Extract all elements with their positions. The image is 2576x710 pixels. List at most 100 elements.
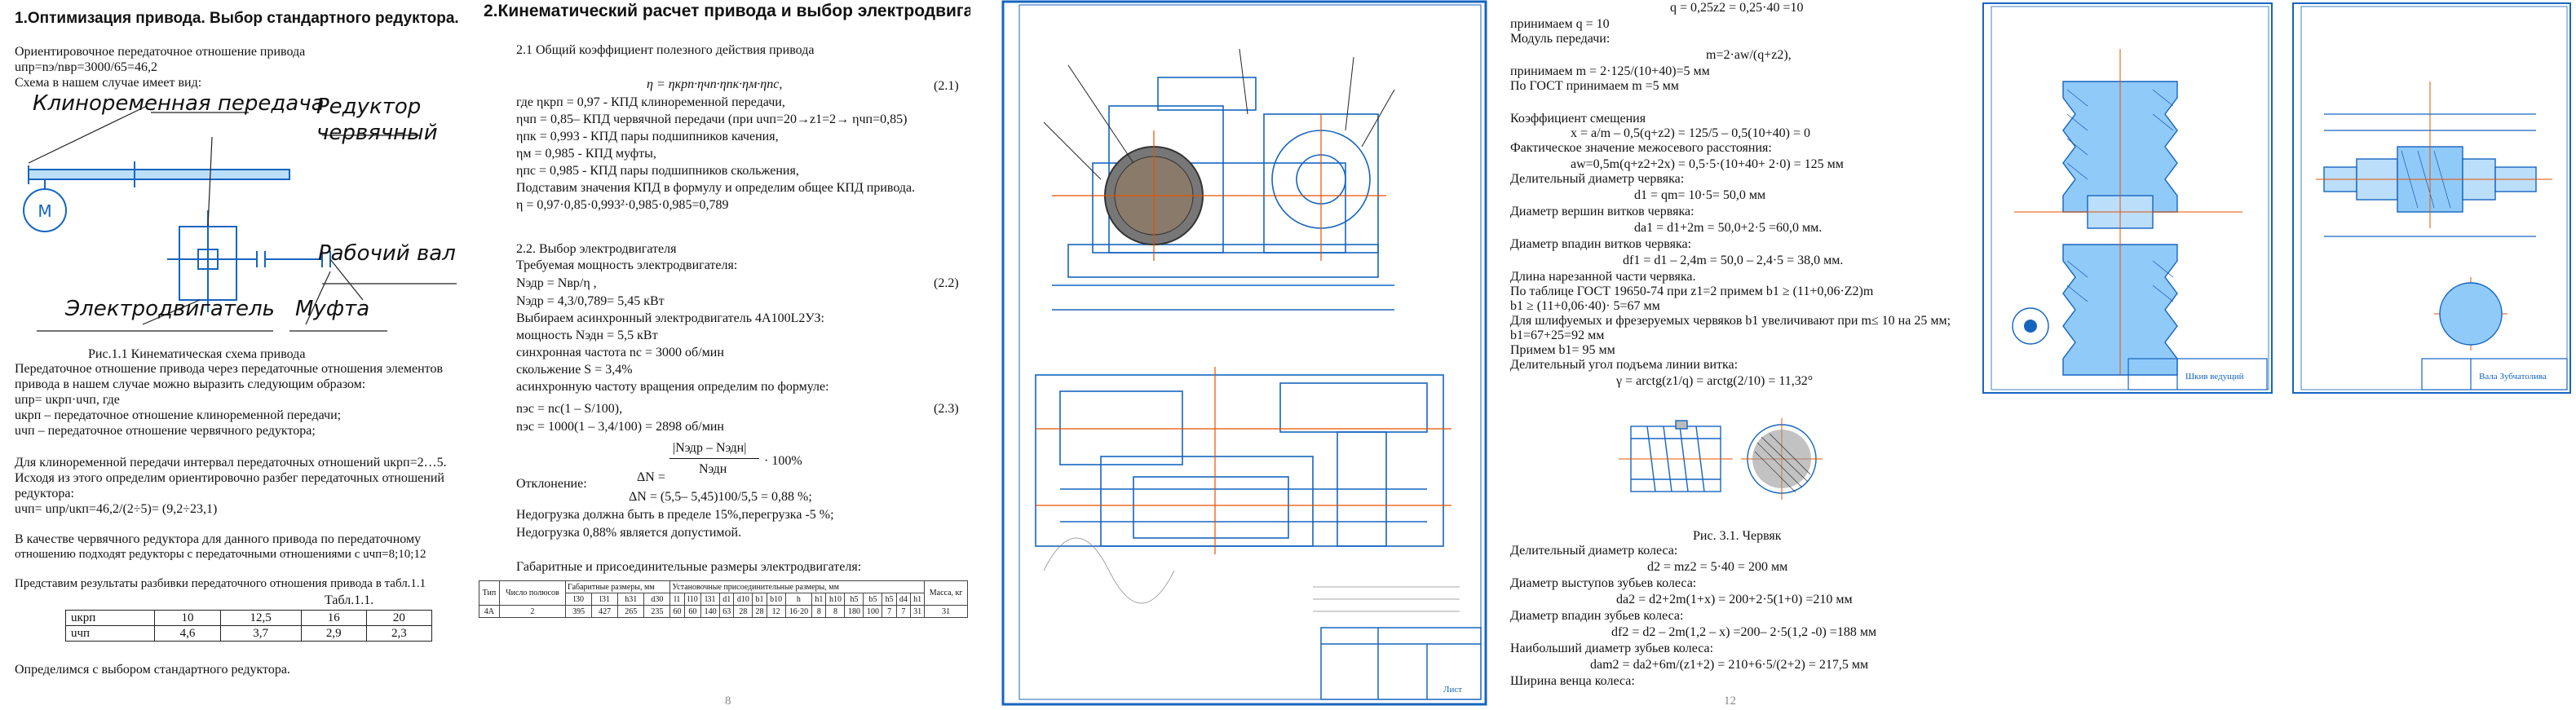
page1-line-0: Ориентировочное передаточное отношение п… xyxy=(15,45,306,59)
table-cell: b5 xyxy=(863,593,883,606)
page2-dev-label: Отклонение: xyxy=(516,477,587,491)
page2-l21-3: ηм = 0,985 - КПД муфты, xyxy=(516,147,656,161)
table-cell: uчп xyxy=(64,625,156,642)
split-table: uкрп 10 12,5 16 20 uчп 4,6 3,7 2,9 2,3 xyxy=(64,610,433,642)
table-cell: h10 xyxy=(825,593,846,606)
page2-l22b-2: мощность Nэдн = 5,5 кВт xyxy=(516,329,658,342)
table-row: Тип Число полюсов Габаритные размеры, мм… xyxy=(479,580,968,606)
table-cell: Число полюсов xyxy=(498,580,567,606)
page2-l22a-0: Требуемая мощность электродвигателя: xyxy=(516,258,738,272)
page1-para3-1: отношению подходят редукторы с передаточ… xyxy=(15,548,426,561)
table-cell: 63 xyxy=(719,605,735,618)
table-cell: l10 xyxy=(683,593,702,606)
table-cell: h1 xyxy=(811,593,827,606)
page1-caption: Рис.1.1 Кинематическая схема привода xyxy=(88,347,306,361)
page2-l22b-3: синхронная частота nс = 3000 об/мин xyxy=(516,346,724,359)
p3-d2-formula: d2 = mz2 = 5·40 = 200 мм xyxy=(1647,560,1788,574)
stamp-assembly: Лист xyxy=(1443,685,1463,695)
table-row: uчп 4,6 3,7 2,9 2,3 xyxy=(64,625,433,642)
page2-l22c-2: Недогрузка 0,88% является допустимой. xyxy=(516,526,742,540)
table-cell: 31 xyxy=(909,605,926,618)
pulley-svg xyxy=(1982,2,2273,394)
page2-l22b-5: асинхронную частоту вращения определим п… xyxy=(516,380,829,394)
pulley-drawing: Шкив ведущий xyxy=(1965,0,2275,710)
page1-para1-2: uпр= uкрп·uчп, где xyxy=(15,393,120,407)
p3-l8-3: Для шлифуемых и фрезеруемых червяков b1 … xyxy=(1510,314,1951,328)
table-cell: 140 xyxy=(700,605,721,618)
page2-l21-5: Подставим значения КПД в формулу и опред… xyxy=(516,181,916,195)
p3-l10-0: Диаметр выступов зубьев колеса: xyxy=(1510,576,1697,590)
page-1: 1.Оптимизация привода. Выбор стандартног… xyxy=(0,0,477,710)
p3-df2-formula: df2 = d2 – 2m(1,2 – x) =200– 2·5(1,2 -0)… xyxy=(1611,625,1877,639)
page1-closing: Определимся с выбором стандартного редук… xyxy=(15,663,290,677)
table-cell: 20 xyxy=(365,610,433,626)
table-cell: 100 xyxy=(863,605,883,618)
page2-l22b-0: Nэдр = 4,3/0,789= 5,45 кВт xyxy=(516,294,665,308)
table-cell: d1 xyxy=(719,593,735,606)
p3-da1-formula: da1 = d1+2m = 50,0+2·5 =60,0 мм. xyxy=(1634,221,1823,235)
table-cell: b10 xyxy=(766,593,786,606)
fraction-bar xyxy=(669,458,759,459)
p3-l3-0: Коэффициент смещения xyxy=(1510,112,1646,126)
table-cell: 3,7 xyxy=(219,625,302,642)
p3-l11-0: Диаметр впадин зубьев колеса: xyxy=(1510,609,1684,623)
stamp-pulley: Шкив ведущий xyxy=(2185,372,2244,381)
page2-s21: 2.1 Общий коэффициент полезного действия… xyxy=(516,43,815,57)
page2-title: 2.Кинематический расчет привода и выбор … xyxy=(484,2,970,20)
p3-caption: Рис. 3.1. Червяк xyxy=(1693,529,1782,543)
p3-l12-0: Наибольший диаметр зубьев колеса: xyxy=(1510,642,1714,655)
p3-aw-formula: aw=0,5m(q+z2+2x) = 0,5·5·(10+40+ 2·0) = … xyxy=(1571,157,1844,171)
page1-para2-1: Исходя из этого определим ориентировочно… xyxy=(15,471,444,485)
p3-l9-0: Делительный диаметр колеса: xyxy=(1510,544,1678,558)
page2-l21-0: где ηкрп = 0,97 - КПД клиноременной пере… xyxy=(516,95,785,109)
p3-l8-4: b1=67+25=92 мм xyxy=(1510,329,1605,342)
page2-eq21: η = ηкрп·ηчп·ηпк·ηм·ηпс, xyxy=(647,77,783,91)
p3-l8-2: b1 ≥ (11+0,06·40)· 5=67 мм xyxy=(1510,299,1660,313)
table-cell: 235 xyxy=(643,605,671,618)
page3-page-no: 12 xyxy=(1724,695,1736,708)
table-cell: 8 xyxy=(811,605,827,618)
table-cell: 265 xyxy=(617,605,645,618)
page1-para1-4: uчп – передаточное отношение червячного … xyxy=(15,424,316,438)
table-cell: h5 xyxy=(881,593,897,606)
p3-l1-0: принимаем q = 10 xyxy=(1510,17,1610,31)
page2-page-no: 8 xyxy=(725,695,731,708)
p3-l8-0: Длина нарезанной части червяка. xyxy=(1510,270,1696,284)
page2-frac-top: |Nэдр – Nэдн| xyxy=(673,441,747,455)
table-cell: b1 xyxy=(752,593,767,606)
p3-l8-6: Делительный угол подъема линии витка: xyxy=(1510,358,1739,372)
p3-da2-formula: da2 = d2+2m(1+x) = 200+2·5(1+0) =210 мм xyxy=(1616,593,1853,606)
p3-l5-0: Делительный диаметр червяка: xyxy=(1510,172,1685,186)
page2-l21-6: η = 0,97·0,85·0,993²·0,985·0,985=0,789 xyxy=(516,198,729,212)
p3-l7-0: Диаметр впадин витков червяка: xyxy=(1510,237,1692,251)
table-cell: 7 xyxy=(881,605,897,618)
table-cell: l31 xyxy=(700,593,721,606)
page1-title: 1.Оптимизация привода. Выбор стандартног… xyxy=(15,10,459,27)
p3-d1-formula: d1 = qm= 10·5= 50,0 мм xyxy=(1634,188,1766,202)
page2-l21-2: ηпк = 0,993 - КПД пары подшипников качен… xyxy=(516,130,779,143)
table-cell: l30 xyxy=(565,593,593,606)
stamp-shaft: Вала Зубчатолива xyxy=(2479,372,2547,381)
assembly-svg xyxy=(1001,0,1487,706)
p3-l2-0: принимаем m = 2·125/(10+40)=5 мм xyxy=(1510,64,1710,78)
page2-l22c-0: ΔN = (5,5– 5,45)100/5,5 = 0,88 %; xyxy=(629,490,812,504)
label-reducer2: червячный xyxy=(316,121,438,145)
p3-df1-formula: df1 = d1 – 2,4m = 50,0 – 2,4·5 = 38,0 мм… xyxy=(1623,254,1844,267)
table-cell: Габаритные размеры, мм xyxy=(565,580,671,593)
p3-l4-0: Фактическое значение межосевого расстоян… xyxy=(1510,141,1772,155)
page2-l22a-1: Nэдр = Nвр/η , xyxy=(516,276,597,290)
table-cell: h31 xyxy=(617,593,645,606)
page1-para1-0: Передаточное отношение привода через пер… xyxy=(15,362,444,376)
table-cell: d30 xyxy=(643,593,671,606)
page-2: 2.Кинематический расчет привода и выбор … xyxy=(477,0,970,710)
p3-gamma: γ = arctg(z1/q) = arctg(2/10) = 11,32° xyxy=(1616,374,1814,388)
label-shaft: Рабочий вал xyxy=(318,241,456,266)
label-coupling: Муфта xyxy=(295,297,370,321)
page2-eq23-no: (2.3) xyxy=(934,402,959,416)
table-cell: 2 xyxy=(498,605,567,618)
label-motor: Электродвигатель xyxy=(65,297,275,321)
table-cell: 2,3 xyxy=(365,625,433,642)
page2-s22: 2.2. Выбор электродвигателя xyxy=(516,242,677,256)
table-cell: Тип xyxy=(479,580,500,606)
page1-para3-0: В качестве червячного редуктора для данн… xyxy=(15,532,422,546)
